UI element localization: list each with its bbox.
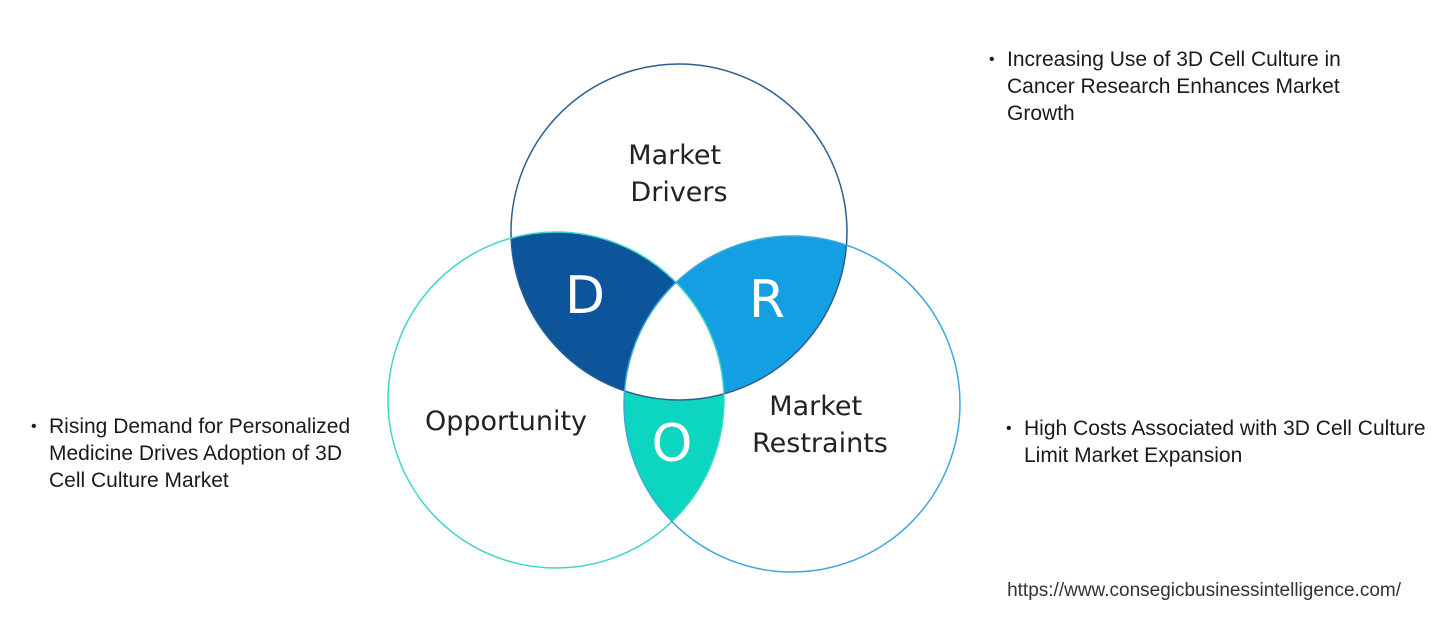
overlap-r-letter: R bbox=[749, 270, 785, 330]
drivers-label: Market Drivers bbox=[628, 140, 729, 208]
drivers-bullet-text: Increasing Use of 3D Cell Culture in Can… bbox=[1007, 48, 1341, 125]
opportunity-label-line-1: Opportunity bbox=[425, 406, 587, 437]
overlap-d-shape bbox=[511, 232, 724, 400]
overlap-o-letter: O bbox=[652, 414, 693, 474]
opportunity-bullet-text: Rising Demand for Personalized Medicine … bbox=[49, 415, 351, 492]
restraints-label-line-2: Restraints bbox=[752, 428, 888, 459]
restraints-label-line-1: Market bbox=[769, 391, 862, 422]
overlap-d-letter: D bbox=[565, 266, 605, 326]
source-url: https://www.consegicbusinessintelligence… bbox=[1007, 580, 1401, 601]
overlap-r-shape bbox=[624, 236, 847, 400]
bullet-dot: • bbox=[1006, 420, 1012, 437]
restraints-bullet-text: High Costs Associated with 3D Cell Cultu… bbox=[1024, 417, 1426, 467]
drivers-circle bbox=[510, 63, 848, 401]
drivers-bullet: • Increasing Use of 3D Cell Culture in C… bbox=[989, 46, 1409, 127]
overlap-d-region bbox=[511, 232, 724, 400]
opportunity-circle bbox=[387, 231, 725, 569]
opportunity-bullet: • Rising Demand for Personalized Medicin… bbox=[31, 413, 376, 494]
restraints-bullet: • High Costs Associated with 3D Cell Cul… bbox=[1006, 415, 1426, 469]
bullet-dot: • bbox=[989, 51, 995, 68]
restraints-label: Market Restraints bbox=[752, 391, 888, 459]
restraints-circle bbox=[623, 235, 961, 573]
opportunity-label: Opportunity bbox=[425, 406, 587, 437]
overlap-r-region bbox=[624, 236, 847, 400]
drivers-label-line-1: Market bbox=[628, 140, 721, 171]
bullet-dot: • bbox=[31, 418, 37, 435]
drivers-label-line-2: Drivers bbox=[630, 177, 727, 208]
